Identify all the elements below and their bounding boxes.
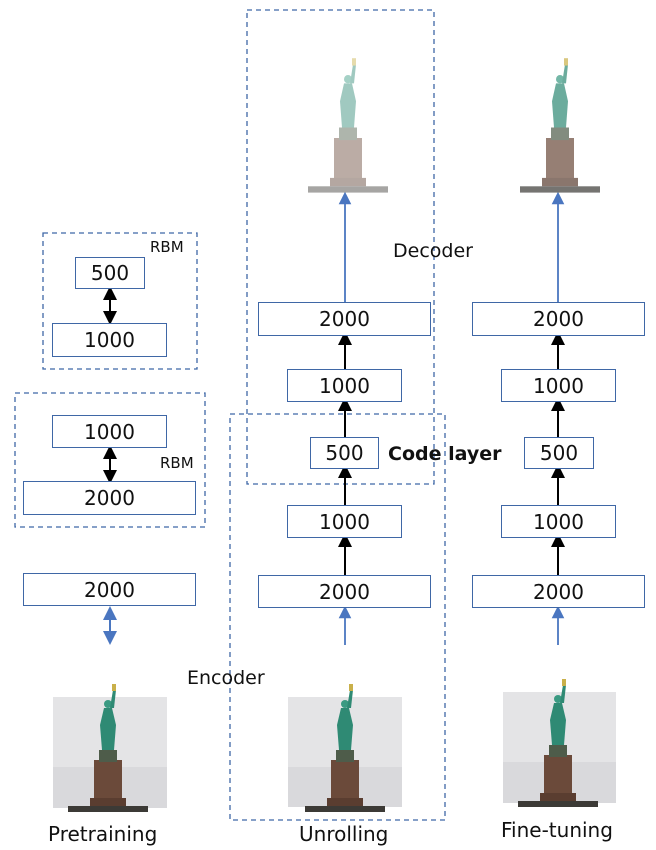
unroll-layer-2-value: 1000 xyxy=(319,509,370,534)
finetune-code-layer: 500 xyxy=(524,437,594,469)
finetuning-input-image xyxy=(503,679,616,807)
finetune-layer-2-value: 1000 xyxy=(533,509,584,534)
finetune-layer-1-value: 2000 xyxy=(533,579,584,604)
rbm2-lower-layer: 2000 xyxy=(23,481,196,515)
unroll-code-layer: 500 xyxy=(310,437,379,469)
unroll-layer-5-value: 2000 xyxy=(319,307,370,331)
finetune-layer-1: 2000 xyxy=(472,575,645,608)
decoder-region xyxy=(246,9,435,485)
rbm-top-region xyxy=(42,232,198,370)
finetune-layer-4-value: 1000 xyxy=(533,373,584,398)
unroll-layer-1-value: 2000 xyxy=(319,579,370,604)
unrolling-input-image xyxy=(288,684,402,812)
finetune-layer-3-value: 500 xyxy=(539,441,579,465)
unroll-layer-1: 2000 xyxy=(258,575,431,608)
pretraining-input-image xyxy=(53,684,167,812)
rbm2-upper-value: 1000 xyxy=(84,419,135,444)
unroll-layer-2: 1000 xyxy=(287,505,402,538)
unrolling-caption: Unrolling xyxy=(299,822,389,846)
rbm1-lower-layer: 1000 xyxy=(52,323,167,357)
rbm1-lower-value: 1000 xyxy=(84,328,135,352)
finetune-layer-5: 2000 xyxy=(472,302,645,336)
unroll-layer-4: 1000 xyxy=(287,369,402,402)
unrolling-output-image xyxy=(290,45,400,193)
encoder-region xyxy=(229,413,446,821)
rbm2-lower-value: 2000 xyxy=(84,486,135,510)
encoder-label: Encoder xyxy=(187,667,265,689)
rbm-bottom-region xyxy=(14,392,206,528)
rbm1-upper-value: 500 xyxy=(90,261,130,285)
code-layer-label: Code layer xyxy=(388,443,502,465)
finetuning-output-image xyxy=(503,45,615,193)
finetune-layer-2: 1000 xyxy=(501,505,616,538)
pretraining-input-value: 2000 xyxy=(84,577,135,602)
decoder-label: Decoder xyxy=(393,240,473,262)
finetune-layer-5-value: 2000 xyxy=(533,307,584,331)
finetuning-caption: Fine-tuning xyxy=(501,818,613,842)
rbm-top-label: RBM xyxy=(150,238,184,256)
rbm1-upper-layer: 500 xyxy=(75,257,145,289)
pretraining-caption: Pretraining xyxy=(48,822,158,846)
unroll-layer-5: 2000 xyxy=(258,302,431,336)
finetune-layer-4: 1000 xyxy=(501,369,616,402)
unroll-layer-3-value: 500 xyxy=(325,441,364,465)
unroll-layer-4-value: 1000 xyxy=(319,373,370,398)
rbm2-upper-layer: 1000 xyxy=(52,415,167,448)
pretraining-input-layer: 2000 xyxy=(23,573,196,606)
rbm-bottom-label: RBM xyxy=(160,454,194,472)
